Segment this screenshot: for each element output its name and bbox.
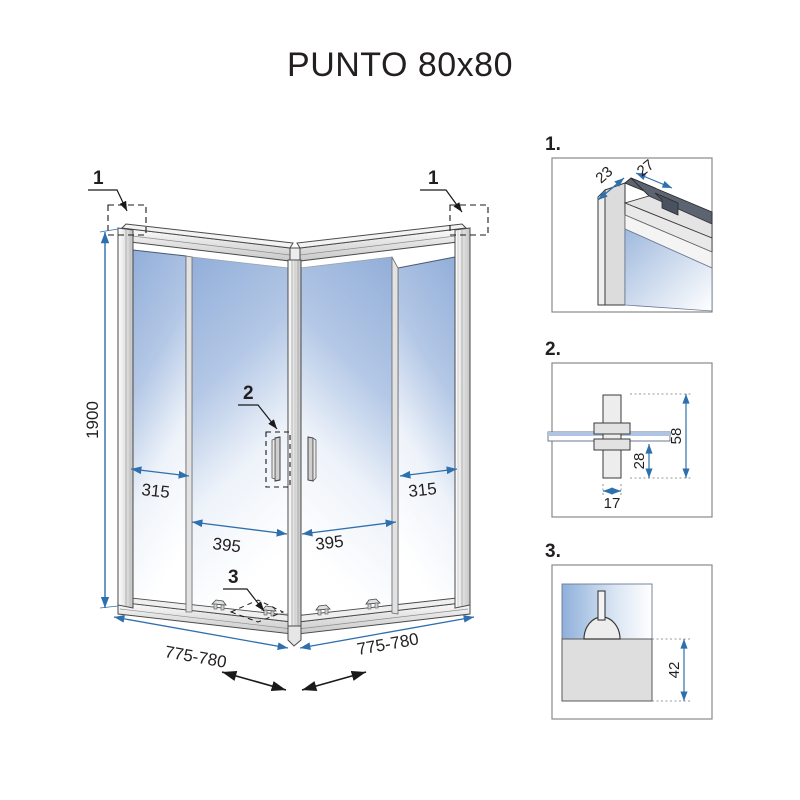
right-top-rail-top [296,223,468,249]
detail-1-notch [654,192,679,216]
page-title: PUNTO 80x80 [287,46,513,84]
dimension-left-395-label: 395 [212,534,242,556]
dimension-left-395-line [191,519,288,537]
detail-panel-2-number: 2. [545,339,561,360]
callout-2: 2 [238,383,291,488]
detail-panel-1-number: 1. [545,134,561,155]
dimension-right-315-label: 315 [407,479,437,501]
dimension-right-395-label: 395 [314,532,344,554]
callout-1-right: 1 [420,168,489,236]
detail-1-dim-27-line [635,172,673,189]
slide-direction-arrows [221,670,367,692]
bottom-roller-brackets [211,598,381,617]
dimension-height-label: 1900 [83,401,102,439]
callout-1-right-label: 1 [428,168,439,189]
detail-1-dim-27-label: 27 [634,156,658,180]
left-wall-profile [117,227,134,609]
detail-1-dim-23-line [597,177,625,201]
detail-1-glass [624,228,713,312]
callout-1-left-box [107,204,147,236]
detail-3-roller-stem [597,590,606,621]
callout-2-label: 2 [243,383,254,404]
dimension-right-395-line [301,519,397,537]
dimension-left-315-line [130,466,190,479]
dimension-right-315: 315 [399,466,458,501]
dimension-left-395: 395 [191,519,288,556]
corner-post-foot [287,625,302,647]
dimension-right-base-line [299,614,475,651]
left-panel-divider [185,255,193,613]
detail-panel-1: 1. 23 27 [545,134,713,313]
dimension-right-395: 395 [301,519,397,554]
callout-1-left: 1 [88,168,147,236]
dimension-left-base-line [113,614,289,651]
dimension-right-315-line [399,466,458,479]
callout-2-leader [238,404,278,430]
dimension-height-1900: 1900 [83,228,119,609]
dimension-left-315: 315 [130,466,190,502]
callout-2-box [265,431,291,488]
detail-2-clamp-upper [593,422,631,435]
detail-3-base-block [561,638,653,702]
left-top-rail-top [120,223,294,249]
callout-1-right-box [449,204,489,236]
detail-panel-3-number: 3. [545,541,561,562]
detail-3-dim-42-label: 42 [666,662,683,679]
detail-2-dim-28-label: 28 [631,453,648,470]
callout-3-leader [223,588,265,612]
callout-1-left-leader [88,189,128,212]
detail-2-dim-17-label: 17 [604,495,621,512]
callout-1-left-label: 1 [93,168,104,189]
detail-2-dim-58-label: 58 [668,428,685,445]
right-wall-profile [454,227,471,609]
slide-arrow-left [221,670,287,692]
corner-post [287,247,302,647]
callout-3-label: 3 [228,567,239,588]
door-handles [271,436,317,482]
detail-2-clamp-lower [593,438,631,451]
slide-arrow-right [301,670,367,692]
detail-panel-2: 2. 58 28 17 [545,339,713,518]
detail-2-handle-post [602,394,622,479]
detail-1-wall-profile [604,182,626,306]
detail-panel-3: 3. 42 [545,541,713,720]
callout-1-right-leader [420,189,463,213]
dimension-left-315-label: 315 [141,480,171,502]
